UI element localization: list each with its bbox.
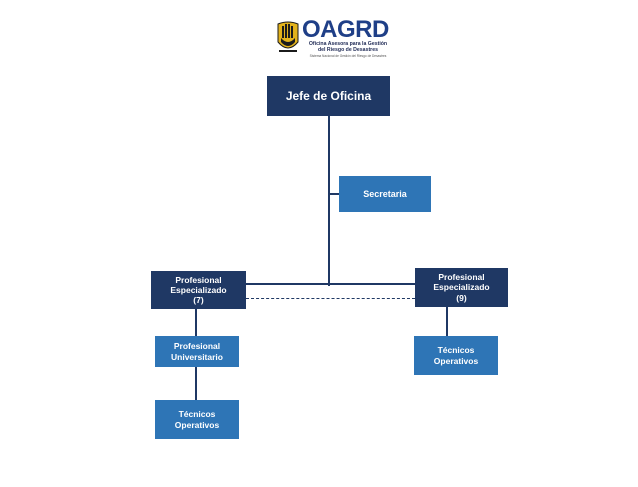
node-label-line1: Profesional xyxy=(175,274,222,285)
node-label-line2: Universitario xyxy=(171,351,223,362)
node-count: (9) xyxy=(456,292,467,303)
connector-dashed-peer xyxy=(246,298,415,299)
node-label-line1: Técnicos xyxy=(437,345,475,356)
connector-univ-down xyxy=(195,367,197,400)
logo-subtitle: Oficina Asesora para la Gestión del Ries… xyxy=(308,41,388,53)
logo-tagline: Sistema Nacional de Gestión del Riesgo d… xyxy=(309,54,387,58)
node-profesional-universitario: Profesional Universitario xyxy=(155,336,239,367)
node-label-line1: Profesional xyxy=(438,272,485,283)
connector-right-down xyxy=(446,307,448,336)
connector-left-down xyxy=(195,309,197,336)
hand-shield-emblem-icon xyxy=(277,21,299,52)
oagrd-logo: OAGRD Oficina Asesora para la Gestión de… xyxy=(276,18,391,60)
connector-jefe-trunk xyxy=(328,116,330,286)
node-label-line2: Operativos xyxy=(433,355,479,366)
node-tecnicos-operativos-left: Técnicos Operativos xyxy=(155,400,239,439)
node-tecnicos-operativos-right: Técnicos Operativos xyxy=(414,336,498,375)
node-jefe-label: Jefe de Oficina xyxy=(285,88,372,103)
node-secretaria-label: Secretaria xyxy=(363,188,407,199)
node-label-line2: Operativos xyxy=(174,419,220,430)
logo-wordmark: OAGRD xyxy=(302,16,389,43)
node-label-line2: Especializado xyxy=(433,282,490,293)
node-jefe-de-oficina: Jefe de Oficina xyxy=(267,76,390,116)
node-label-line1: Profesional xyxy=(173,341,221,352)
node-secretaria: Secretaria xyxy=(339,176,431,212)
node-profesional-especializado-9: Profesional Especializado (9) xyxy=(415,268,508,307)
node-count: (7) xyxy=(193,295,204,306)
node-profesional-especializado-7: Profesional Especializado (7) xyxy=(151,271,246,309)
node-label-line1: Técnicos xyxy=(178,409,216,420)
connector-horizontal xyxy=(246,283,415,285)
connector-secretaria xyxy=(329,193,339,195)
node-label-line2: Especializado xyxy=(170,284,227,295)
